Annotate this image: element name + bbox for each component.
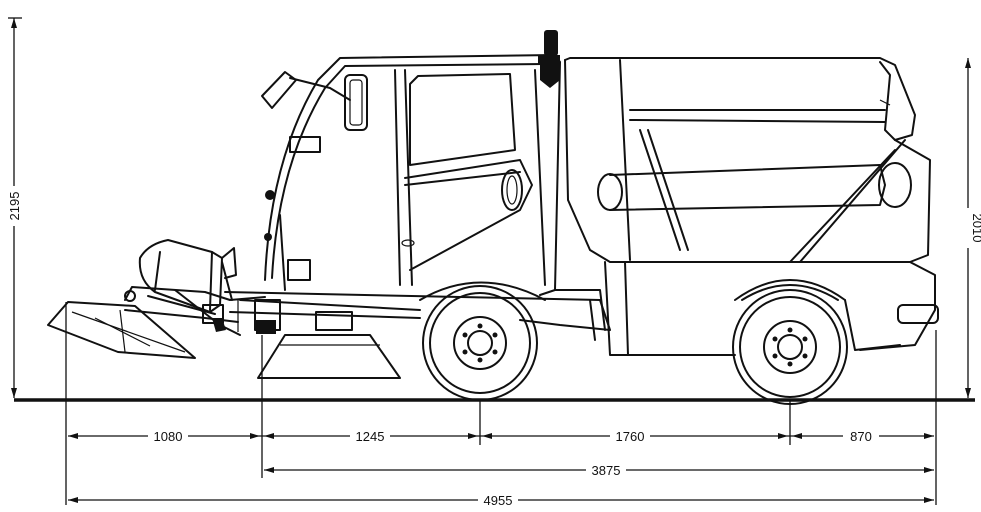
dim-wheelbase: 1760 (616, 429, 645, 444)
hopper-body (564, 57, 931, 263)
dimension-labels: 1080 1245 1760 870 3875 4955 2195 2010 (6, 186, 981, 508)
side-broom (257, 334, 401, 379)
front-brush (47, 301, 196, 359)
dim-total-length: 4955 (484, 493, 513, 508)
dim-rear-height: 2010 (970, 214, 981, 243)
dim-body-length: 3875 (592, 463, 621, 478)
brush-arm (124, 286, 266, 336)
front-wheel (419, 281, 546, 401)
dim-rear-overhang: 870 (850, 429, 872, 444)
street-sweeper-vehicle (47, 30, 939, 405)
suction-hood (138, 239, 237, 313)
cab-details (264, 136, 321, 291)
cabin (264, 30, 561, 296)
rear-wheel (732, 289, 848, 405)
chassis (224, 289, 611, 341)
dim-overall-height: 2195 (7, 192, 22, 221)
rear-lower-body (604, 261, 939, 356)
dim-front-axle-offset: 1245 (356, 429, 385, 444)
side-mirror (261, 71, 368, 131)
dim-front-overhang: 1080 (154, 429, 183, 444)
